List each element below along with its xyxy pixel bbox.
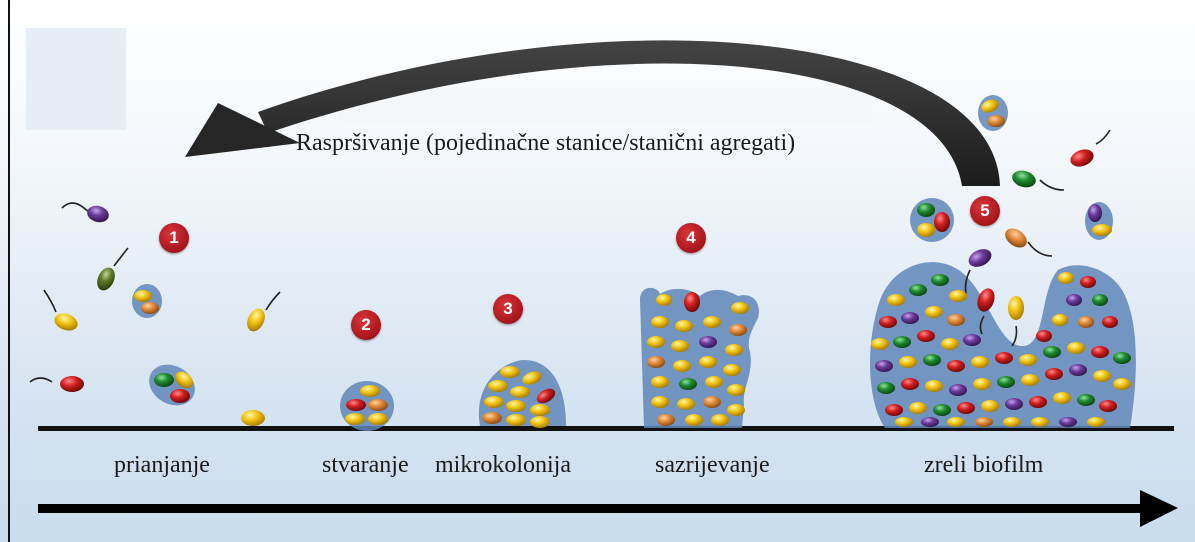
stage-5-label: zreli biofilm <box>924 452 1044 478</box>
stage-4-cells <box>647 292 749 426</box>
planktonic-bacteria <box>29 129 1111 426</box>
time-arrow-shaft <box>38 504 1143 513</box>
dispersal-arrowhead <box>185 103 300 157</box>
aggregate-right-mature <box>1085 202 1113 240</box>
stage-2-cells <box>345 385 388 425</box>
aggregate-top-right <box>978 95 1008 131</box>
stage-3-label: mikrokolonija <box>435 452 571 478</box>
substrate-surface <box>38 426 1174 431</box>
stage-5-mature-biofilm <box>870 262 1136 428</box>
left-frame-line <box>8 0 10 542</box>
dispersal-caption: Raspršivanje (pojedinačne stanice/stanič… <box>296 130 796 156</box>
stage-3-badge: 3 <box>493 294 523 324</box>
caption-background-band <box>338 88 872 122</box>
aggregate-stage1-attached <box>149 364 195 406</box>
stage-3-cells <box>482 366 556 428</box>
stage-4-badge: 4 <box>676 223 706 253</box>
dispersal-arrow <box>258 40 1000 186</box>
stage-5-badge: 5 <box>970 196 1000 226</box>
stage-4-label: sazrijevanje <box>655 452 770 478</box>
aggregate-left-mature <box>910 198 954 242</box>
time-arrowhead <box>1140 490 1178 527</box>
aggregate-stage1-top <box>132 284 162 318</box>
stage-2-badge: 2 <box>351 310 381 340</box>
stage-2-label: stvaranje <box>322 452 409 478</box>
stage-5-cells <box>871 272 1131 427</box>
blank-placeholder-box <box>26 28 126 130</box>
stage-1-label: prianjanje <box>114 452 210 478</box>
stage-1-badge: 1 <box>159 223 189 253</box>
